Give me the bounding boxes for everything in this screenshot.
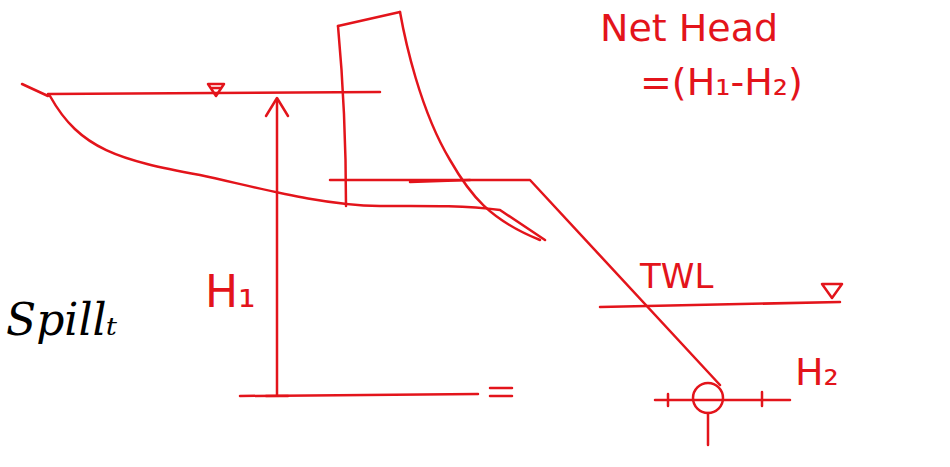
tailwater-label: TWL <box>640 258 713 295</box>
tailwater-mark <box>822 284 842 298</box>
datum-line <box>240 388 512 396</box>
penstock-inlet <box>410 180 470 182</box>
penstock-upper <box>330 180 720 385</box>
turbine-shaft <box>707 413 710 445</box>
bank-line <box>22 84 48 96</box>
net-head-label: Net Head <box>600 8 778 50</box>
reservoir-bed <box>50 96 545 240</box>
tailwater-line <box>600 302 840 307</box>
turbine-symbol <box>693 383 723 413</box>
head-symbol: H₂ <box>795 352 839 394</box>
head-symbol: H₁ <box>205 268 256 316</box>
water-level-mark <box>208 84 224 96</box>
turbine-axis <box>655 399 790 402</box>
turbine-bracket <box>668 392 762 406</box>
dam-downstream-face <box>400 12 540 240</box>
head-formula: =(H₁-H₂) <box>640 62 803 104</box>
dam-crest <box>338 12 400 26</box>
spill-variable: Spillₜ <box>6 296 117 344</box>
head-arrow <box>276 100 279 395</box>
arrow-head <box>266 98 288 116</box>
